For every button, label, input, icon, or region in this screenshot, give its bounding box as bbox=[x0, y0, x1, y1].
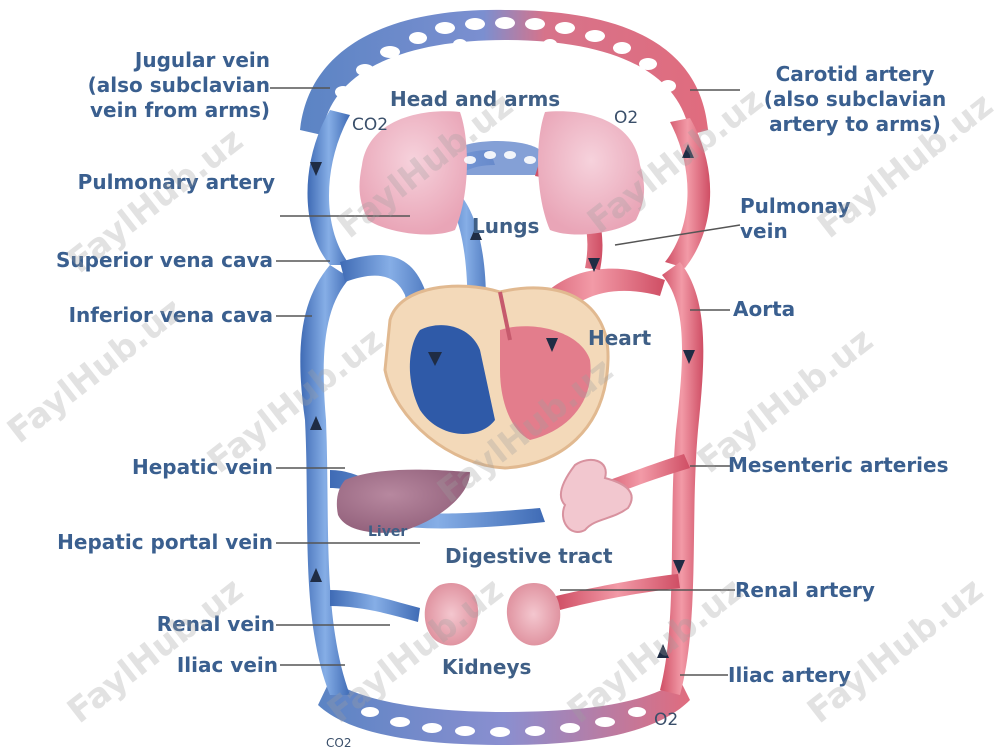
liver bbox=[336, 469, 470, 533]
label-jugular-vein: Jugular vein (also subclavian vein from … bbox=[20, 48, 270, 123]
leader-lines bbox=[270, 87, 741, 676]
label-co2-top: CO2 bbox=[352, 115, 389, 135]
label-renal-vein: Renal vein bbox=[156, 612, 275, 636]
label-co2-bottom: CO2 bbox=[326, 736, 352, 750]
digestive-tract bbox=[559, 458, 633, 533]
label-renal-artery: Renal artery bbox=[735, 578, 875, 602]
label-head-and-arms: Head and arms bbox=[390, 87, 561, 111]
flow-arrows bbox=[310, 144, 695, 658]
label-jugular-line2: (also subclavian bbox=[87, 73, 270, 97]
label-jugular-line1: Jugular vein bbox=[134, 48, 270, 72]
label-kidneys: Kidneys bbox=[442, 655, 532, 679]
label-digestive-tract: Digestive tract bbox=[445, 544, 613, 568]
label-pulmonary-vein: Pulmonay vein bbox=[740, 194, 900, 244]
label-liver: Liver bbox=[368, 524, 408, 540]
label-inferior-vena-cava: Inferior vena cava bbox=[68, 303, 273, 327]
label-iliac-artery: Iliac artery bbox=[728, 663, 851, 687]
label-o2-bottom: O2 bbox=[654, 710, 679, 730]
label-pulmonary-artery: Pulmonary artery bbox=[77, 170, 275, 194]
label-heart: Heart bbox=[588, 326, 652, 350]
head-arms-capillary-bed bbox=[300, 9, 708, 135]
lungs bbox=[359, 111, 645, 235]
label-pulmonary-vein-line1: Pulmonay bbox=[740, 194, 851, 218]
label-carotid-line1: Carotid artery bbox=[775, 62, 935, 86]
label-hepatic-portal-vein: Hepatic portal vein bbox=[57, 530, 273, 554]
kidneys bbox=[424, 583, 561, 646]
label-o2-top: O2 bbox=[614, 108, 639, 128]
label-mesenteric-arteries: Mesenteric arteries bbox=[728, 453, 949, 477]
label-superior-vena-cava: Superior vena cava bbox=[56, 248, 273, 272]
label-aorta: Aorta bbox=[733, 297, 796, 321]
label-iliac-vein: Iliac vein bbox=[176, 653, 278, 677]
label-lungs: Lungs bbox=[472, 214, 540, 238]
label-carotid-line2: (also subclavian bbox=[763, 87, 947, 111]
label-carotid-line3: artery to arms) bbox=[769, 112, 941, 136]
label-carotid-artery: Carotid artery (also subclavian artery t… bbox=[735, 62, 975, 137]
label-hepatic-vein: Hepatic vein bbox=[131, 455, 273, 479]
lower-body-capillary-bed bbox=[318, 680, 690, 745]
label-pulmonary-vein-line2: vein bbox=[740, 219, 788, 243]
label-jugular-line3: vein from arms) bbox=[89, 98, 270, 122]
heart bbox=[383, 284, 610, 470]
